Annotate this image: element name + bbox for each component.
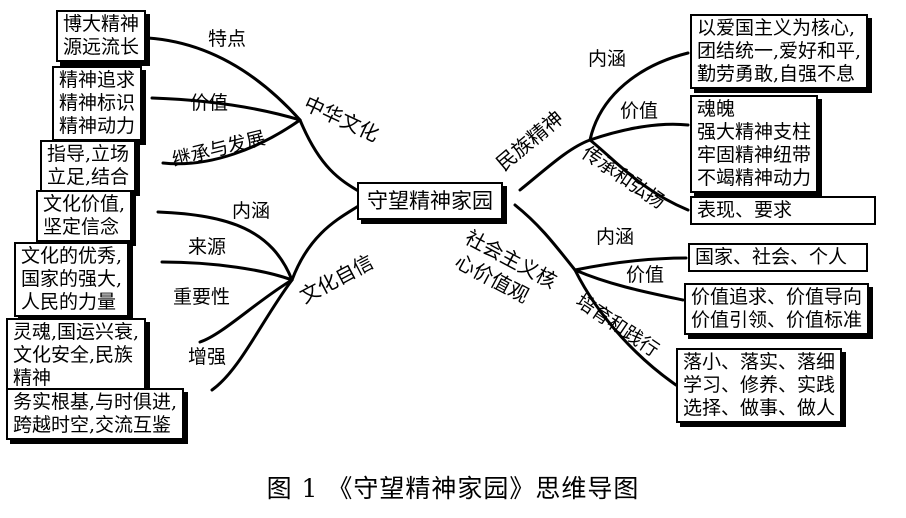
box-hexin-jiazhi: 价值追求、价值导向 价值引领、价值标准 [684,283,870,335]
line-hexin-neihan [573,256,688,272]
edge-label-zixin-neihan: 内涵 [232,200,271,222]
line-hexin-jiazhi [573,268,685,302]
box-zengqiang: 务实根基,与时俱进, 跨越时空,交流互鉴 [6,388,185,440]
edge-label-minzu-jiazhi: 价值 [620,100,659,122]
figure-caption: 图 1 《守望精神家园》思维导图 [266,474,640,503]
line-center-minzu [518,138,592,192]
box-chuancheng: 表现、要求 [690,196,876,225]
center-node: 守望精神家园 [357,182,503,220]
line-center-hexin [513,203,577,272]
box-hexin-neihan: 国家、社会、个人 [688,243,868,272]
edge-label-laiyuan: 来源 [188,236,227,258]
box-minzu-neihan: 以爱国主义为核心, 团结统一,爱好和平, 勤劳勇敢,自强不息 [690,14,869,89]
box-zhongyaoxing: 灵魂,国运兴衰, 文化安全,民族 精神 [6,318,147,393]
line-zhonghua-chengchuan [161,118,302,166]
edge-label-hexin-jiazhi: 价值 [626,264,665,286]
line-zixin-zhongyaoxing [198,278,294,344]
line-minzu-jiazhi [588,122,690,142]
edge-label-minzu-neihan: 内涵 [588,48,627,70]
edge-label-zengqiang: 增强 [188,346,227,368]
line-center-zhonghua [298,118,362,194]
edge-label-zhonghua-jiazhi: 价值 [190,92,229,114]
box-zhonghua-jiazhi: 精神追求 精神标识 精神动力 [52,66,143,141]
edge-label-zhongyaoxing: 重要性 [173,286,231,308]
line-zixin-zengqiang [210,278,294,392]
box-zixin-neihan: 文化价值, 坚定信念 [36,190,133,242]
line-minzu-chuancheng [588,138,690,212]
line-center-zixin [290,203,362,282]
edge-label-tedian: 特点 [208,28,247,50]
box-laiyuan: 文化的优秀, 国家的强大, 人民的力量 [14,242,130,317]
line-zhonghua-tedian [146,36,302,122]
box-peiyu: 落小、落实、落细 学习、修养、实践 选择、做事、做人 [676,348,843,423]
line-zixin-neihan [156,210,294,282]
line-hexin-peiyu [573,268,678,387]
box-tedian: 博大精神 源远流长 [56,10,147,62]
edge-label-hexin-neihan: 内涵 [596,226,635,248]
box-chengchuan: 指导,立场 立足,结合 [40,140,137,192]
line-minzu-neihan [588,51,690,142]
line-zhonghua-jiazhi [150,96,302,122]
box-minzu-jiazhi: 魂魄 强大精神支柱 牢固精神纽带 不竭精神动力 [690,95,819,193]
line-zixin-laiyuan [160,260,294,282]
